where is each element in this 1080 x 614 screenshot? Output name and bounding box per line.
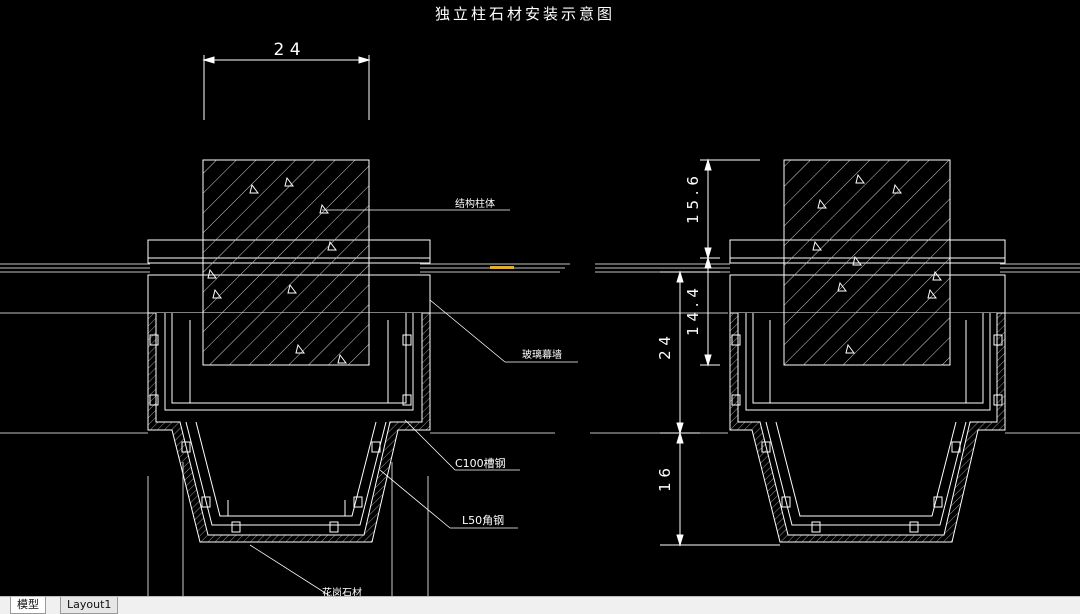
left-width-dimension	[202, 55, 371, 120]
right-dim-14-4: 1 4 . 4	[684, 288, 702, 336]
left-leaders	[147, 209, 578, 596]
label-glass-curtain: 玻璃幕墙	[522, 348, 562, 361]
right-vertical-dimensions	[660, 158, 780, 547]
right-detail	[729, 239, 1006, 543]
right-structure-column	[783, 159, 951, 366]
label-channel-steel: C100槽钢	[455, 457, 506, 470]
right-dim-24: 2 4	[656, 336, 674, 360]
layout-tab-bar: 模型 Layout1	[0, 596, 1080, 614]
left-column-concrete-marks	[207, 176, 347, 364]
tab-layout1[interactable]: Layout1	[60, 597, 119, 614]
label-structure-column: 结构柱体	[455, 197, 495, 210]
accent-mark	[490, 266, 514, 269]
label-angle-steel: L50角钢	[462, 514, 504, 527]
left-structure-column	[202, 159, 370, 366]
label-stone: 花岗石材	[322, 586, 362, 596]
right-dim-16: 1 6	[656, 468, 674, 492]
cad-drawing-canvas[interactable]: 独立柱石材安装示意图	[0, 0, 1080, 596]
drawing-title: 独立柱石材安装示意图	[435, 5, 615, 23]
reference-lines	[0, 312, 1080, 434]
left-width-dimension-label: 2 4	[273, 40, 300, 60]
tab-model[interactable]: 模型	[10, 597, 46, 614]
right-dim-15-6: 1 5 . 6	[684, 176, 702, 224]
right-column-concrete-marks	[812, 173, 942, 354]
